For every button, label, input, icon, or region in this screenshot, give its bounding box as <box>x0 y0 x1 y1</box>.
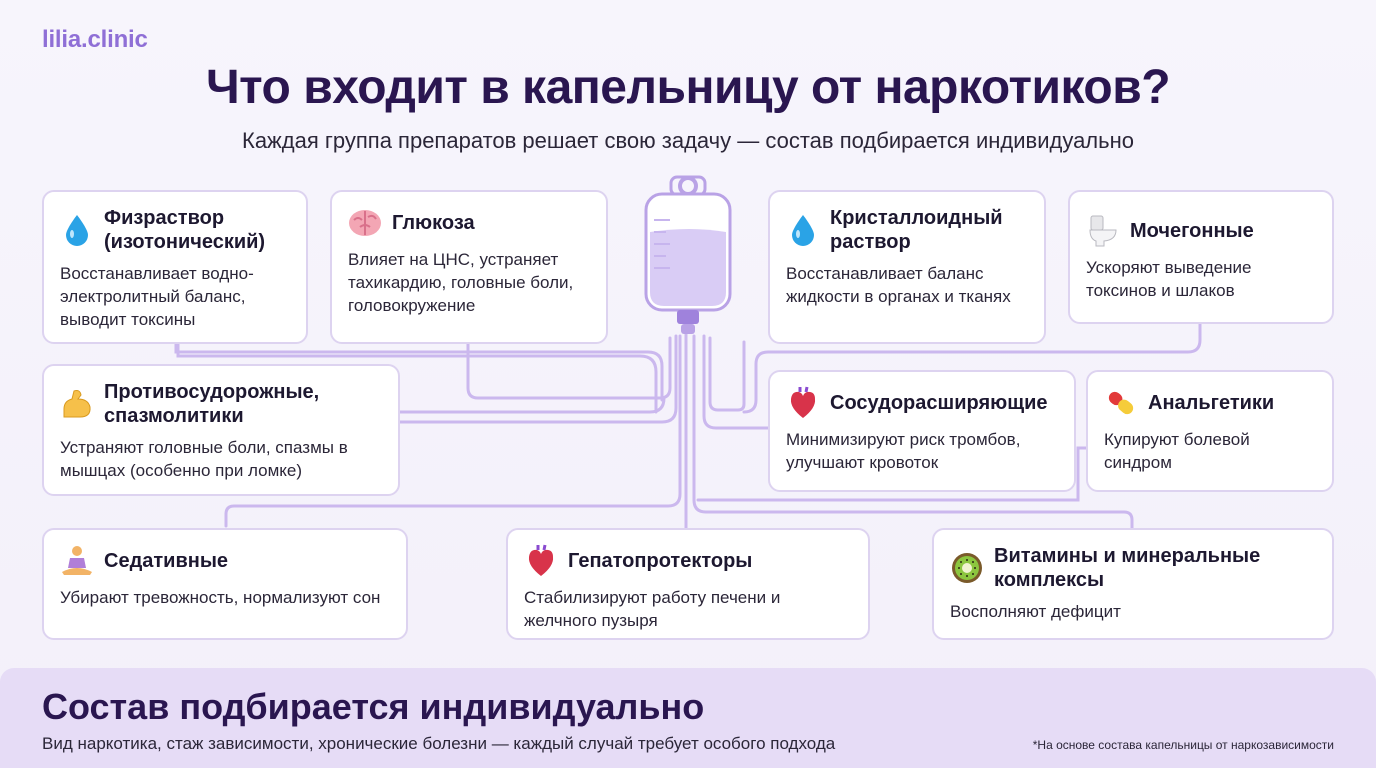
card-title: Витамины и минеральные комплексы <box>994 545 1261 591</box>
card-sedatives: Седативные Убирают тревожность, нормализ… <box>42 528 408 640</box>
card-title: Седативные <box>104 550 229 572</box>
card-description: Минимизируют риск тромбов, улучшают кров… <box>786 430 1021 472</box>
card-description: Ускоряют выведение токсинов и шлаков <box>1086 258 1252 300</box>
card-description: Восстанавливает баланс жидкости в органа… <box>786 264 1011 306</box>
toilet-icon <box>1086 214 1120 248</box>
footnote: *На основе состава капельницы от наркоза… <box>1032 738 1334 752</box>
anatomical-heart-icon <box>786 386 820 420</box>
card-description: Восполняют дефицит <box>950 602 1121 621</box>
card-title: Гепатопротекторы <box>568 550 753 572</box>
card-vitamins: Витамины и минеральные комплексы Восполн… <box>932 528 1334 640</box>
card-glucose: Глюкоза Влияет на ЦНС, устраняет тахикар… <box>330 190 608 344</box>
water-drop-icon <box>60 213 94 247</box>
meditating-person-icon <box>60 544 94 578</box>
card-description: Восстанавливает водно-электролитный бала… <box>60 264 254 329</box>
card-description: Стабилизируют работу печени и желчного п… <box>524 588 781 630</box>
card-title: Глюкоза <box>392 212 475 234</box>
card-vasodilators: Сосудорасширяющие Минимизируют риск тром… <box>768 370 1076 492</box>
footer-banner <box>0 668 1376 768</box>
card-description: Убирают тревожность, нормализуют сон <box>60 588 381 607</box>
footer-description: Вид наркотика, стаж зависимости, хрониче… <box>42 734 836 753</box>
card-title: Кристаллоидный раствор <box>830 207 1003 253</box>
card-description: Купируют болевой синдром <box>1104 430 1250 472</box>
card-fizrastvor: Физраствор (изотонический) Восстанавлива… <box>42 190 308 344</box>
card-diuretics: Мочегонные Ускоряют выведение токсинов и… <box>1068 190 1334 324</box>
kiwi-icon <box>950 551 984 585</box>
card-anticonvulsants: Противосудорожные, спазмолитики Устраняю… <box>42 364 400 496</box>
card-analgesics: Анальгетики Купируют болевой синдром <box>1086 370 1334 492</box>
card-crystalloid: Кристаллоидный раствор Восстанавливает б… <box>768 190 1046 344</box>
card-title: Противосудорожные, спазмолитики <box>104 381 320 427</box>
brand-logo[interactable]: lilia.clinic <box>42 26 148 53</box>
card-title: Сосудорасширяющие <box>830 392 1048 414</box>
card-description: Устраняют головные боли, спазмы в мышцах… <box>60 438 348 480</box>
brain-icon <box>348 206 382 240</box>
card-hepatoprotectors: Гепатопротекторы Стабилизируют работу пе… <box>506 528 870 640</box>
pill-icon <box>1104 386 1138 420</box>
card-title: Мочегонные <box>1130 220 1254 242</box>
anatomical-heart-icon <box>524 544 558 578</box>
iv-bag-icon <box>644 175 732 334</box>
flexed-biceps-icon <box>60 387 94 421</box>
card-title: Анальгетики <box>1148 392 1275 414</box>
water-drop-icon <box>786 213 820 247</box>
card-title: Физраствор (изотонический) <box>104 207 266 253</box>
page-title: Что входит в капельницу от наркотиков? <box>205 61 1171 114</box>
footer-title: Состав подбирается индивидуально <box>42 686 705 727</box>
card-description: Влияет на ЦНС, устраняет тахикардию, гол… <box>348 250 574 315</box>
page-subtitle: Каждая группа препаратов решает свою зад… <box>242 128 1134 153</box>
